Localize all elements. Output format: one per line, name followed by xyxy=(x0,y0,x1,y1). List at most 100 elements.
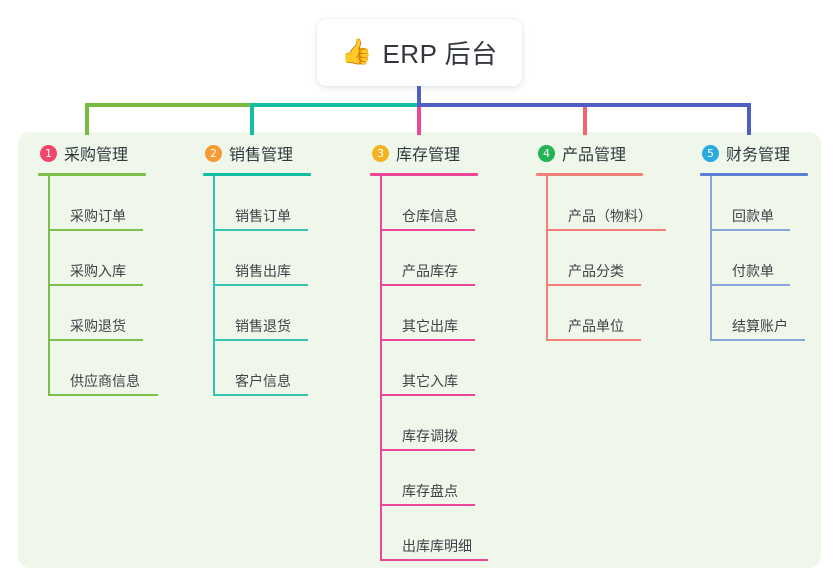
connector-drop-column-3 xyxy=(417,107,421,135)
list-item-label: 供应商信息 xyxy=(70,373,140,389)
column-underline xyxy=(203,173,311,176)
list-item-underline xyxy=(380,504,475,506)
list-item-underline xyxy=(710,229,790,231)
list-item[interactable]: 出库库明细 xyxy=(380,506,530,561)
column-item-list: 销售订单销售出库销售退货客户信息 xyxy=(213,176,363,396)
column-underline xyxy=(370,173,478,176)
column-title: 销售管理 xyxy=(229,147,294,164)
list-item-label: 产品单位 xyxy=(568,318,624,334)
column-title: 产品管理 xyxy=(562,147,627,164)
column-product: 4 产品管理产品（物料） 产品分类产品单位 xyxy=(536,140,706,341)
list-item[interactable]: 结算账户 xyxy=(710,286,839,341)
list-item-label: 结算账户 xyxy=(732,318,788,334)
connector-drop-column-1 xyxy=(85,103,89,135)
list-item[interactable]: 产品库存 xyxy=(380,231,530,286)
list-item-underline xyxy=(380,229,475,231)
list-item[interactable]: 产品分类 xyxy=(546,231,706,286)
column-title: 库存管理 xyxy=(396,147,461,164)
list-item-label: 采购退货 xyxy=(70,318,126,334)
column-header[interactable]: 4 产品管理 xyxy=(536,140,706,166)
list-item-label: 出库库明细 xyxy=(402,538,472,554)
list-item[interactable]: 采购入库 xyxy=(48,231,198,286)
connector-root-drop xyxy=(417,85,421,107)
root-node-card[interactable]: 👍 ERP 后台 xyxy=(317,19,522,86)
column-item-list: 回款单付款单结算账户 xyxy=(710,176,839,341)
list-item[interactable]: 采购退货 xyxy=(48,286,198,341)
list-item-underline xyxy=(380,394,475,396)
list-item-label: 销售退货 xyxy=(235,318,291,334)
column-underline xyxy=(38,173,146,176)
list-item-underline xyxy=(380,339,475,341)
column-underline xyxy=(536,173,643,176)
column-inventory: 3 库存管理仓库信息产品库存其它出库其它入库库存调拨库存盘点出库库明细 xyxy=(370,140,530,561)
list-item-underline xyxy=(48,284,143,286)
list-item-underline xyxy=(710,284,790,286)
connector-bus-green xyxy=(85,103,252,107)
list-item-label: 销售订单 xyxy=(235,208,291,224)
column-spine-line xyxy=(380,176,382,561)
list-item-underline xyxy=(380,559,488,561)
list-item[interactable]: 回款单 xyxy=(710,176,839,231)
column-title: 财务管理 xyxy=(726,147,791,164)
list-item-underline xyxy=(48,339,143,341)
column-header[interactable]: 5 财务管理 xyxy=(700,140,839,166)
column-header[interactable]: 1 采购管理 xyxy=(38,140,198,166)
list-item-label: 采购入库 xyxy=(70,263,126,279)
list-item[interactable]: 供应商信息 xyxy=(48,341,198,396)
list-item-underline xyxy=(710,339,805,341)
list-item[interactable]: 采购订单 xyxy=(48,176,198,231)
list-item-underline xyxy=(213,394,308,396)
column-spine-line xyxy=(546,176,548,341)
list-item-label: 付款单 xyxy=(732,263,774,279)
connector-bus-blue xyxy=(417,103,751,107)
list-item[interactable]: 付款单 xyxy=(710,231,839,286)
list-item[interactable]: 产品（物料） xyxy=(546,176,706,231)
list-item[interactable]: 仓库信息 xyxy=(380,176,530,231)
column-number-badge: 5 xyxy=(702,144,719,162)
column-number-badge: 3 xyxy=(372,144,389,162)
list-item-underline xyxy=(48,229,143,231)
root-node-title: ERP 后台 xyxy=(382,39,498,69)
list-item[interactable]: 销售出库 xyxy=(213,231,363,286)
list-item-label: 产品（物料） xyxy=(568,208,652,224)
list-item-underline xyxy=(546,284,641,286)
list-item[interactable]: 销售退货 xyxy=(213,286,363,341)
column-sales: 2 销售管理销售订单销售出库销售退货客户信息 xyxy=(203,140,363,396)
list-item-label: 库存调拨 xyxy=(402,428,458,444)
thumbs-up-icon: 👍 xyxy=(341,38,373,66)
list-item-underline xyxy=(546,339,641,341)
list-item-label: 其它出库 xyxy=(402,318,458,334)
column-title: 采购管理 xyxy=(64,147,129,164)
list-item[interactable]: 库存调拨 xyxy=(380,396,530,451)
list-item-label: 产品分类 xyxy=(568,263,624,279)
list-item[interactable]: 销售订单 xyxy=(213,176,363,231)
column-number-badge: 2 xyxy=(205,144,222,162)
column-item-list: 产品（物料） 产品分类产品单位 xyxy=(546,176,706,341)
connector-drop-column-2 xyxy=(250,103,254,135)
column-number-badge: 1 xyxy=(40,144,57,162)
list-item-label: 其它入库 xyxy=(402,373,458,389)
column-header[interactable]: 3 库存管理 xyxy=(370,140,530,166)
connector-bus-teal xyxy=(250,103,420,107)
list-item[interactable]: 库存盘点 xyxy=(380,451,530,506)
list-item[interactable]: 其它入库 xyxy=(380,341,530,396)
column-spine-line xyxy=(710,176,712,341)
list-item-underline xyxy=(213,339,308,341)
list-item-label: 回款单 xyxy=(732,208,774,224)
list-item-underline xyxy=(48,394,158,396)
list-item-label: 库存盘点 xyxy=(402,483,458,499)
column-header[interactable]: 2 销售管理 xyxy=(203,140,363,166)
connector-drop-column-4 xyxy=(583,107,587,135)
column-item-list: 采购订单采购入库采购退货供应商信息 xyxy=(48,176,198,396)
column-number-badge: 4 xyxy=(538,144,555,162)
column-purchasing: 1 采购管理采购订单采购入库采购退货供应商信息 xyxy=(38,140,198,396)
list-item[interactable]: 产品单位 xyxy=(546,286,706,341)
list-item-underline xyxy=(380,284,475,286)
list-item-label: 客户信息 xyxy=(235,373,291,389)
list-item[interactable]: 客户信息 xyxy=(213,341,363,396)
list-item-label: 销售出库 xyxy=(235,263,291,279)
list-item-underline xyxy=(546,229,666,231)
connector-drop-column-5 xyxy=(747,103,751,135)
list-item[interactable]: 其它出库 xyxy=(380,286,530,341)
column-item-list: 仓库信息产品库存其它出库其它入库库存调拨库存盘点出库库明细 xyxy=(380,176,530,561)
